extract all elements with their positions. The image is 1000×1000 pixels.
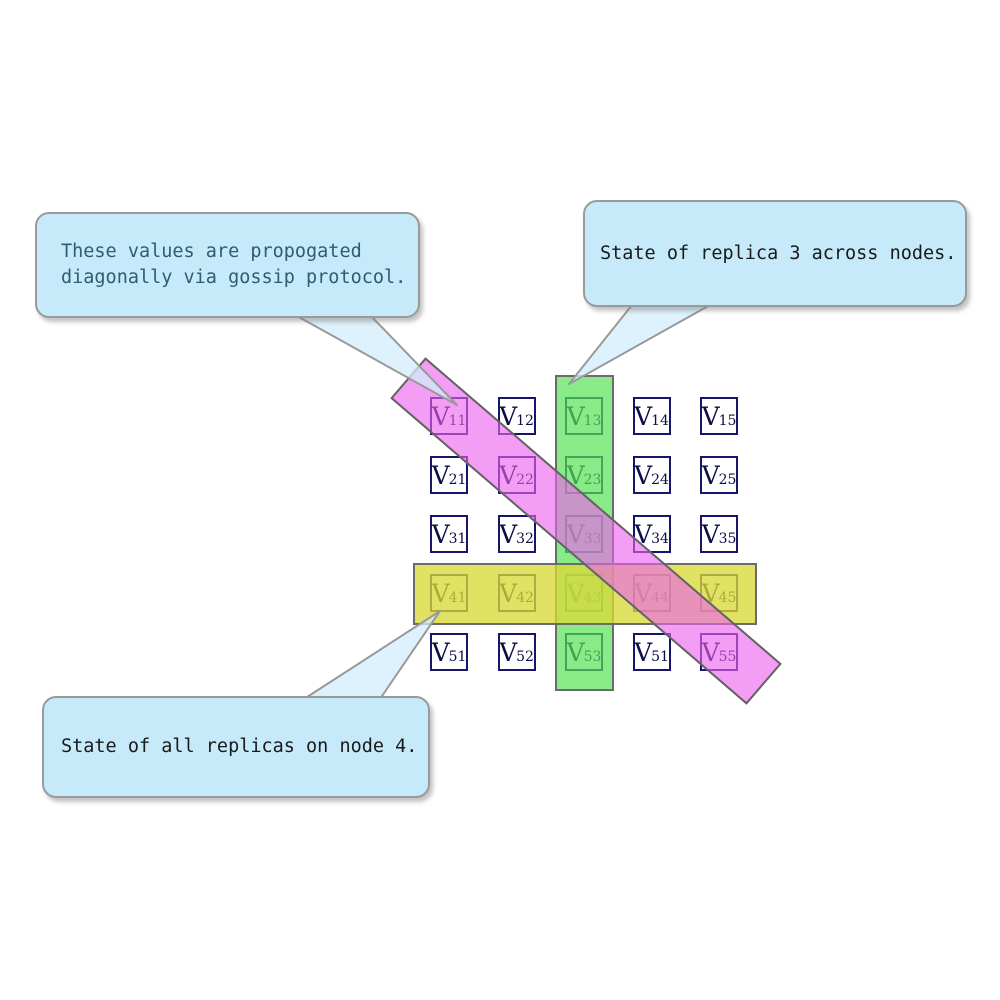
cell-base-letter: V	[499, 401, 518, 431]
callout-text-line: These values are propogated	[61, 241, 362, 262]
cell-base-letter: V	[701, 401, 720, 431]
gossip-callout: These values are propogated diagonally v…	[35, 212, 420, 318]
cell-base-letter: V	[431, 519, 450, 549]
cell-base-letter: V	[431, 460, 450, 490]
callout-text-line: State of replica 3 across nodes.	[600, 242, 957, 264]
cell-base-letter: V	[634, 460, 653, 490]
cell-subscript: 24	[651, 472, 669, 488]
cell-base-letter: V	[634, 401, 653, 431]
cell-subscript: 35	[718, 531, 737, 547]
callout-text-line: State of all replicas on node 4.	[61, 736, 418, 757]
cell-subscript: 31	[448, 531, 467, 547]
cell-base-letter: V	[431, 637, 450, 667]
cell-subscript: 21	[448, 472, 467, 488]
cell-base-letter: V	[701, 460, 720, 490]
cell-subscript: 14	[651, 413, 669, 429]
cell-subscript: 52	[516, 649, 534, 665]
cell-subscript: 34	[651, 531, 669, 547]
replica3-callout: State of replica 3 across nodes.	[583, 200, 967, 307]
cell-base-letter: V	[634, 637, 653, 667]
cell-base-letter: V	[499, 637, 518, 667]
replica3-callout-pointer	[568, 304, 711, 385]
cell-subscript: 15	[718, 413, 737, 429]
cell-subscript: 12	[516, 413, 534, 429]
callout-text-line: diagonally via gossip protocol.	[61, 267, 407, 288]
cell-subscript: 25	[718, 472, 737, 488]
cell-subscript: 51	[651, 649, 669, 665]
cell-base-letter: V	[701, 519, 720, 549]
cell-base-letter: V	[499, 519, 518, 549]
cell-subscript: 51	[448, 649, 467, 665]
node4-callout: State of all replicas on node 4.	[42, 696, 430, 798]
cell-subscript: 32	[516, 531, 534, 547]
